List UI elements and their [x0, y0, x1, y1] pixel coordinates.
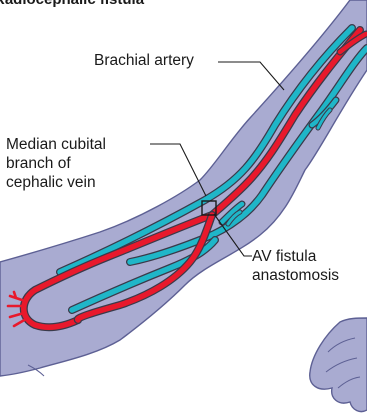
label-median-cubital-line2: branch of — [6, 155, 71, 173]
label-median-cubital-line1: Median cubital — [6, 136, 106, 154]
label-brachial-artery: Brachial artery — [94, 52, 194, 70]
hand-shape — [310, 318, 367, 412]
label-av-fistula-line1: AV fistula — [252, 248, 316, 266]
label-av-fistula-line2: anastomosis — [252, 267, 339, 285]
leader-brachial-artery — [218, 62, 284, 90]
label-median-cubital-line3: cephalic vein — [6, 174, 96, 192]
